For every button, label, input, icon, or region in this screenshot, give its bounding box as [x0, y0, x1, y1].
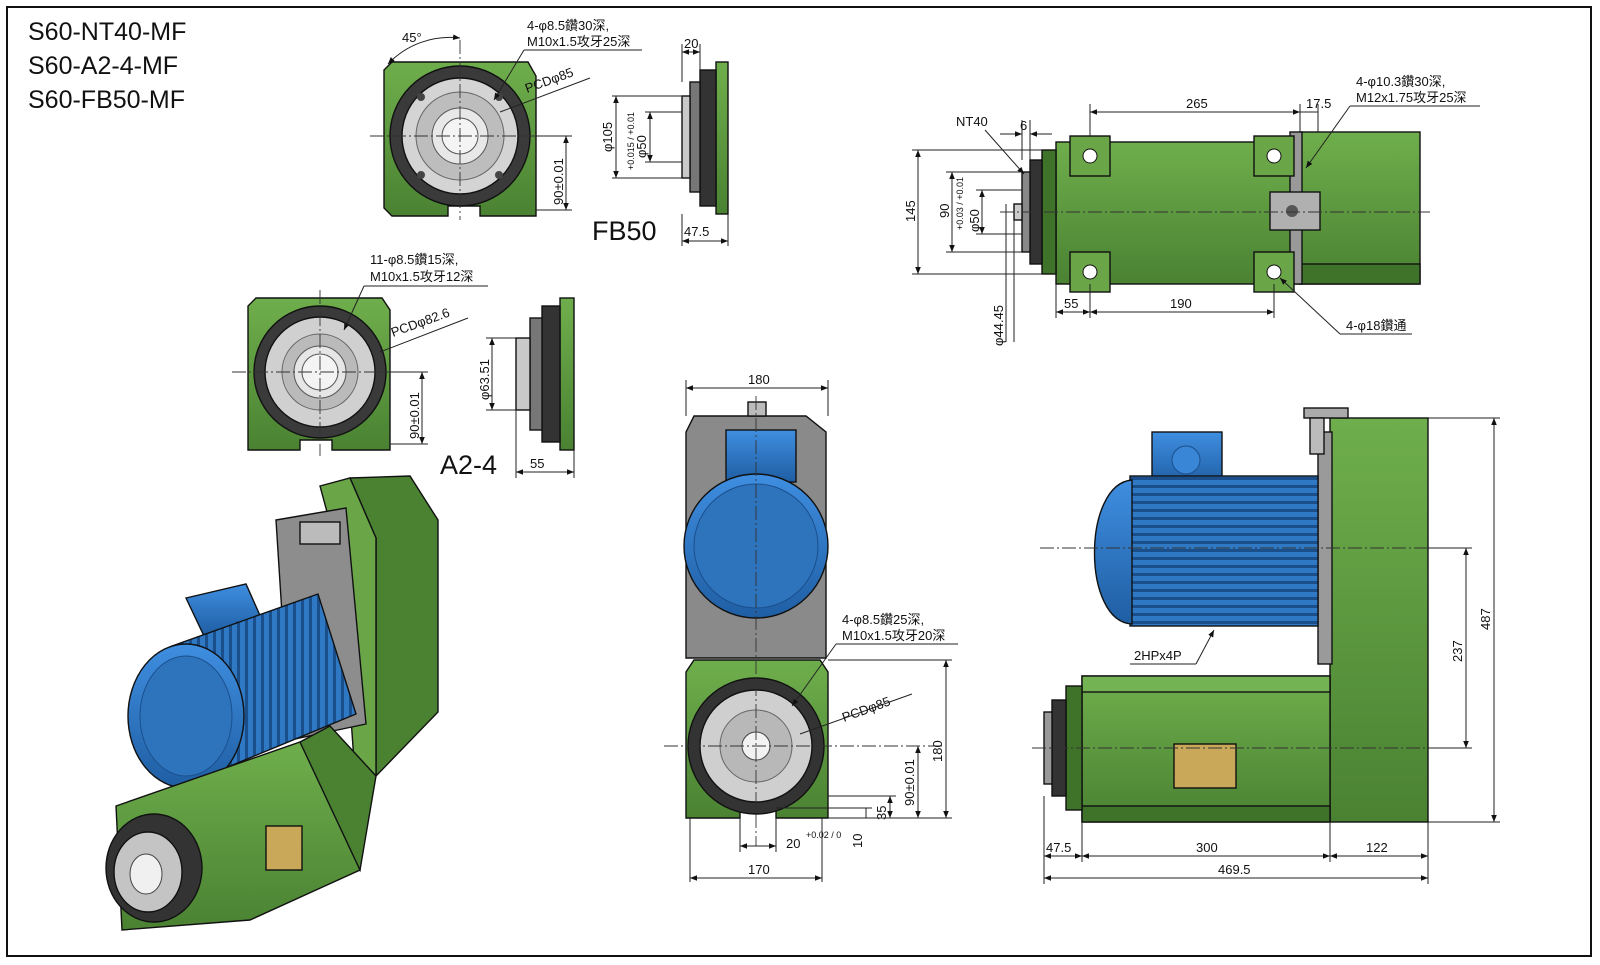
fb50-angle: 45° — [402, 30, 422, 45]
fb50-side-view: φ105 φ50 +0.015 / +0.01 20 47.5 FB50 — [592, 36, 729, 246]
front-dim-180-top: 180 — [748, 372, 770, 387]
side-dim-469-5: 469.5 — [1218, 862, 1251, 877]
side-dim-47-5: 47.5 — [1046, 840, 1071, 855]
fb50-label: FB50 — [592, 216, 657, 246]
nt40-holes-note-1: 4-φ10.3鑽30深, — [1356, 74, 1445, 89]
nt40-dim-55: 55 — [1064, 296, 1078, 311]
front-dim-35: 35 — [874, 806, 889, 820]
nt40-thru-note: 4-φ18鑽通 — [1346, 318, 1406, 333]
front-pcd: PCDφ85 — [840, 694, 892, 725]
side-dim-300: 300 — [1196, 840, 1218, 855]
front-dim-180-side: 180 — [930, 740, 945, 762]
fb50-holes-note-1: 4-φ8.5鑽30深, — [527, 18, 609, 33]
nt40-dim-265: 265 — [1186, 96, 1208, 111]
a24-dim-55: 55 — [530, 456, 544, 471]
nt40-dim-d50: φ50 — [967, 209, 982, 232]
fb50-dim-20: 20 — [684, 36, 698, 51]
a24-dim-height: 90±0.01 — [407, 392, 422, 439]
a24-side-view: φ63.51 55 — [477, 297, 575, 478]
fb50-front-view: 45° 4-φ8.5鑽30深, M10x1.5攻牙25深 PCDφ85 90±0… — [370, 18, 642, 220]
a24-pcd: PCDφ82.6 — [389, 305, 452, 340]
fb50-holes-note-2: M10x1.5攻牙25深 — [527, 34, 630, 49]
nt40-dim-6: 6 — [1020, 118, 1027, 133]
nt40-label: NT40 — [956, 114, 988, 129]
a24-holes-note-1: 11-φ8.5鑽15深, — [370, 252, 458, 267]
fb50-tol-d50: +0.015 / +0.01 — [626, 112, 636, 170]
a24-holes-note-2: M10x1.5攻牙12深 — [370, 269, 473, 284]
a24-label: A2-4 — [440, 450, 497, 480]
model-title-fb50: S60-FB50-MF — [28, 86, 185, 114]
side-dim-122: 122 — [1366, 840, 1388, 855]
front-view: 180 4-φ8.5鑽25深, M10x1.5攻牙20深 PCDφ85 180 … — [664, 372, 958, 882]
fb50-dim-height: 90±0.01 — [551, 158, 566, 205]
front-dim-170: 170 — [748, 862, 770, 877]
fb50-dim-d50: φ50 — [634, 135, 649, 158]
isometric-view — [105, 475, 439, 931]
fb50-dim-d105: φ105 — [600, 122, 615, 152]
model-title-a24: S60-A2-4-MF — [28, 52, 179, 80]
nt40-dim-90: 90 — [937, 204, 952, 218]
front-dim-90: 90±0.01 — [902, 759, 917, 806]
nt40-dim-190: 190 — [1170, 296, 1192, 311]
front-holes-note-2: M10x1.5攻牙20深 — [842, 628, 945, 643]
nt40-dim-17-5: 17.5 — [1306, 96, 1331, 111]
side-dim-487: 487 — [1478, 608, 1493, 630]
model-title-nt40: S60-NT40-MF — [28, 18, 187, 46]
front-dim-10: 10 — [850, 834, 865, 848]
nt40-tol-d50: +0.03 / +0.01 — [955, 177, 965, 230]
side-dim-237: 237 — [1450, 640, 1465, 662]
nt40-dim-145: 145 — [903, 200, 918, 222]
nt40-dim-d44: φ44.45 — [991, 305, 1006, 346]
a24-dim-d63: φ63.51 — [477, 359, 492, 400]
front-holes-note-1: 4-φ8.5鑽25深, — [842, 612, 924, 627]
drawing-frame — [6, 6, 1592, 957]
side-view: 2HPx4P 487 237 47.5 300 122 469.5 — [1032, 407, 1500, 884]
front-dim-20: 20 — [786, 836, 800, 851]
side-motor-label: 2HPx4P — [1134, 648, 1182, 663]
a24-front-view: 11-φ8.5鑽15深, M10x1.5攻牙12深 PCDφ82.6 90±0.… — [232, 252, 497, 480]
front-tol-20: +0.02 / 0 — [806, 830, 841, 840]
nt40-side-view: NT40 6 265 17.5 4-φ10.3鑽30深, M12x1.75攻牙2… — [903, 74, 1480, 346]
fb50-dim-47-5: 47.5 — [684, 224, 709, 239]
nt40-holes-note-2: M12x1.75攻牙25深 — [1356, 90, 1467, 105]
